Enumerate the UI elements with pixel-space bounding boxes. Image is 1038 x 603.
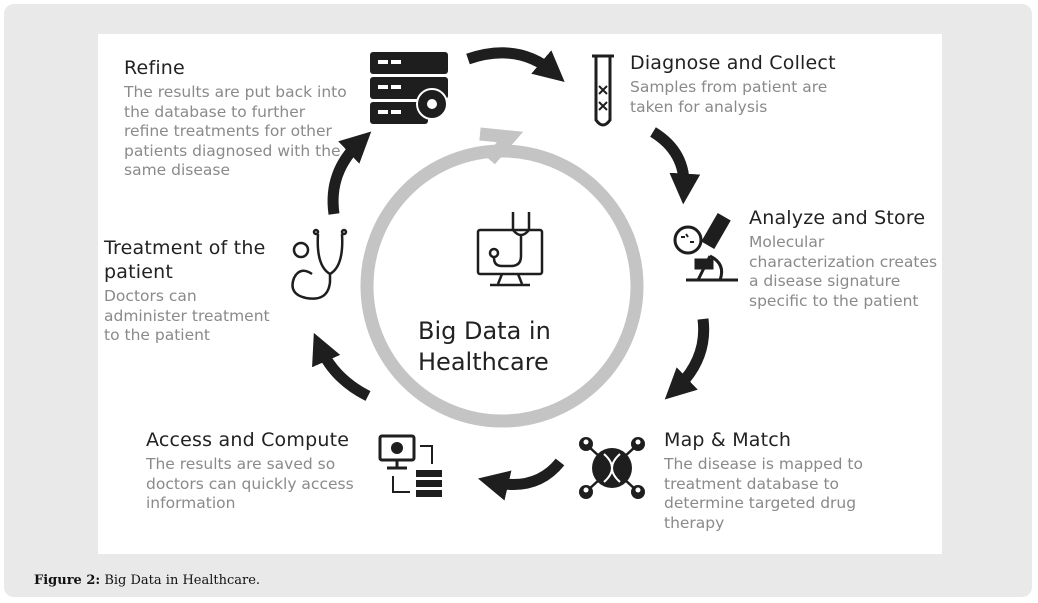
step-description: Molecular characterization creates a dis…: [749, 233, 938, 310]
monitor-stethoscope-icon: [476, 212, 544, 287]
caption-text: Big Data in Healthcare.: [100, 573, 261, 588]
diagram-panel: Big Data in Healthcare Refine The result…: [98, 34, 942, 554]
diagram-graphics: [291, 47, 738, 501]
step-refine: Refine The results are put back into the…: [124, 56, 354, 181]
step-access-and-compute: Access and Compute The results are saved…: [146, 428, 366, 514]
step-treatment-of-the-patient: Treatment of the patient Doctors can adm…: [104, 236, 274, 346]
dna-network-icon: [579, 437, 645, 499]
arrow-access-to-treatment: [312, 332, 371, 401]
step-description: The disease is mapped to treatment datab…: [664, 455, 863, 532]
step-description: Doctors can administer treatment to the …: [104, 287, 270, 344]
arrow-diagnose-to-analyze: [649, 127, 701, 205]
step-description: Samples from patient are taken for analy…: [630, 78, 828, 116]
step-analyze-and-store: Analyze and Store Molecular characteriza…: [749, 206, 939, 311]
arrow-map-to-access: [477, 458, 565, 501]
step-title: Treatment of the patient: [104, 237, 266, 283]
step-title: Refine: [124, 57, 185, 79]
step-title: Access and Compute: [146, 429, 350, 451]
database-gear-icon: [370, 52, 448, 124]
microscope-icon: [673, 212, 738, 282]
figure-caption: Figure 2: Big Data in Healthcare.: [34, 573, 260, 588]
step-description: The results are put back into the databa…: [124, 83, 347, 179]
arrow-treatment-to-refine: [327, 131, 372, 215]
caption-label: Figure 2:: [34, 573, 101, 588]
cycle-ring: [360, 127, 644, 428]
figure-frame: Big Data in Healthcare Refine The result…: [4, 4, 1032, 597]
step-title: Diagnose and Collect: [630, 52, 836, 74]
stethoscope-icon: [291, 228, 348, 300]
computer-server-icon: [378, 434, 442, 497]
arrow-refine-to-diagnose: [466, 47, 565, 83]
step-map-and-match: Map & Match The disease is mapped to tre…: [664, 428, 884, 533]
center-title: Big Data in Healthcare: [418, 317, 551, 376]
step-title: Analyze and Store: [749, 207, 926, 229]
arrow-analyze-to-map: [664, 318, 710, 400]
test-tube-icon: [592, 54, 614, 127]
step-diagnose-and-collect: Diagnose and Collect Samples from patien…: [630, 51, 870, 117]
step-description: The results are saved so doctors can qui…: [146, 455, 354, 512]
step-title: Map & Match: [664, 429, 792, 451]
